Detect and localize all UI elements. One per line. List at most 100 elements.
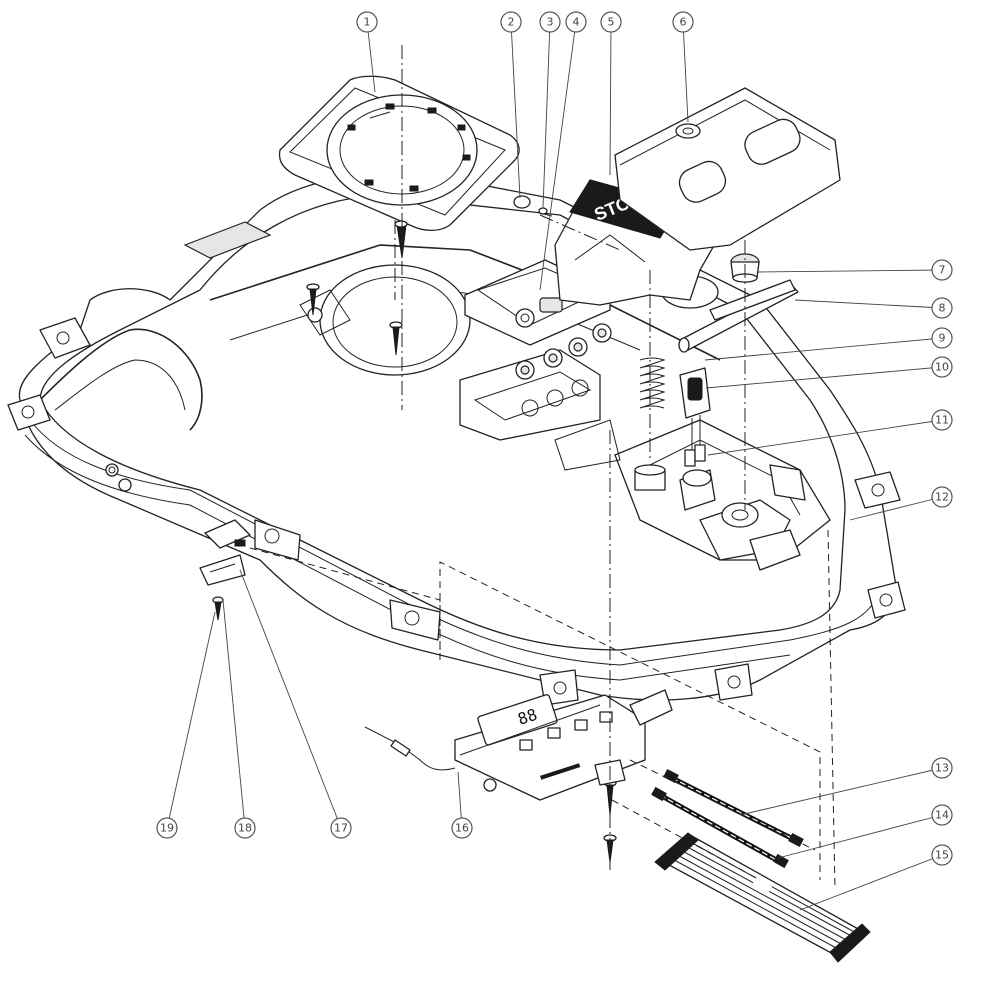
callout-leader-line	[222, 599, 246, 829]
callout-number: 5	[608, 16, 615, 29]
callout-leader-line	[239, 569, 342, 829]
part-18-screw	[212, 596, 224, 621]
callout-leader-line	[707, 419, 943, 456]
callout-19: 19	[156, 611, 216, 839]
part-17-switch-board	[199, 519, 251, 586]
callout-circle	[931, 804, 953, 826]
callout-circle	[931, 259, 953, 281]
callout-7: 7	[757, 259, 953, 281]
part-14-cable	[651, 786, 789, 869]
callout-leader-line	[682, 21, 689, 123]
callout-leader-line	[539, 21, 577, 291]
callout-leader-line	[705, 366, 943, 389]
callout-circle	[234, 817, 256, 839]
callout-3: 3	[539, 11, 561, 209]
callout-number: 1	[364, 16, 371, 29]
callout-number: 18	[238, 822, 252, 835]
callout-number: 6	[680, 16, 687, 29]
callout-5: 5	[600, 11, 622, 176]
callout-leader-line	[794, 299, 943, 309]
callout-14: 14	[777, 804, 953, 859]
callout-circle	[539, 11, 561, 33]
callout-circle	[931, 486, 953, 508]
mounting-lug	[389, 599, 441, 641]
callout-leader-line	[542, 21, 551, 209]
part-16-circuit-board: 88	[364, 689, 673, 801]
part-8-hinge-pin	[678, 279, 799, 353]
callout-number: 7	[939, 264, 946, 277]
callout-leader-line	[739, 767, 943, 816]
callout-circle	[565, 11, 587, 33]
callout-number: 9	[939, 332, 946, 345]
part-15-ribbon-cable	[654, 832, 871, 963]
callout-circle	[330, 817, 352, 839]
mounting-lug	[714, 663, 753, 701]
callout-10: 10	[705, 356, 953, 389]
button-pad	[515, 323, 612, 380]
callout-18: 18	[222, 599, 256, 839]
callout-16: 16	[451, 771, 473, 839]
part-2-cap	[513, 195, 531, 209]
callout-leader-line	[799, 854, 943, 911]
callout-9: 9	[704, 327, 953, 361]
callout-number: 8	[939, 302, 946, 315]
callout-leader-line	[704, 337, 943, 361]
callout-number: 3	[547, 16, 554, 29]
callout-leader-line	[757, 269, 943, 273]
callout-17: 17	[239, 569, 352, 839]
screw	[306, 283, 320, 316]
callout-number: 10	[935, 361, 949, 374]
mounting-lug	[39, 317, 91, 359]
callout-2: 2	[500, 11, 522, 199]
callout-circle	[672, 11, 694, 33]
callout-leader-line	[510, 21, 521, 199]
part-9-spring	[634, 357, 666, 491]
callout-6: 6	[672, 11, 694, 123]
callout-number: 13	[935, 762, 949, 775]
callout-8: 8	[794, 297, 953, 319]
callout-number: 11	[935, 414, 949, 427]
callout-circle	[931, 409, 953, 431]
callout-number: 14	[935, 809, 949, 822]
callout-12: 12	[849, 486, 953, 521]
callout-leader-line	[609, 21, 612, 176]
main-housing	[7, 173, 906, 706]
callout-circle	[931, 297, 953, 319]
callout-4: 4	[539, 11, 587, 291]
callout-circle	[931, 327, 953, 349]
callout-number: 17	[334, 822, 348, 835]
callout-15: 15	[799, 844, 953, 911]
callout-number: 19	[160, 822, 174, 835]
callout-11: 11	[707, 409, 953, 456]
callout-leader-line	[849, 496, 943, 521]
callout-number: 16	[455, 822, 469, 835]
callout-leader-line	[777, 814, 943, 859]
callout-leader-line	[166, 611, 216, 829]
callout-number: 15	[935, 849, 949, 862]
callout-13: 13	[739, 757, 953, 816]
callout-leader-line	[366, 21, 376, 93]
callout-number: 4	[573, 16, 580, 29]
mounting-lug	[854, 471, 901, 509]
callout-circle	[931, 844, 953, 866]
mounting-lug	[254, 519, 301, 561]
callout-circle	[600, 11, 622, 33]
callout-circle	[451, 817, 473, 839]
screw	[389, 321, 403, 356]
callout-circle	[356, 11, 378, 33]
callout-1: 1	[356, 11, 378, 93]
callout-number: 12	[935, 491, 949, 504]
mounting-lug	[867, 581, 906, 619]
part-13-cable	[663, 769, 804, 847]
part-11-socket	[679, 469, 716, 511]
callout-circle	[500, 11, 522, 33]
callout-circle	[931, 356, 953, 378]
callout-circle	[156, 817, 178, 839]
part-6-battery-cover	[614, 87, 841, 251]
callout-circle	[931, 757, 953, 779]
callout-number: 2	[508, 16, 515, 29]
part-10-connector	[679, 367, 711, 467]
